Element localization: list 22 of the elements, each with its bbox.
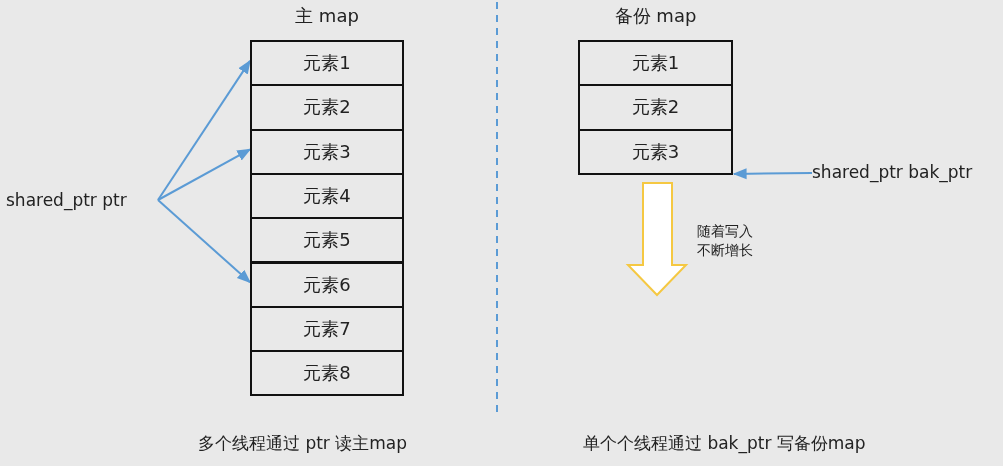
arrow (157, 148, 252, 201)
table-cell: 元素6 (250, 261, 404, 308)
table-cell: 元素4 (250, 172, 404, 220)
caption-text: 多个线程通过 ptr 读主map (198, 432, 408, 455)
note-text: 随着写入不断增长 (697, 222, 754, 260)
table-cell: 元素1 (578, 40, 733, 87)
table-cell: 元素8 (250, 350, 404, 397)
table-heading: 主 map (294, 4, 360, 28)
arrow (157, 199, 252, 284)
caption-text: 单个个线程通过 bak_ptr 写备份map (583, 432, 866, 455)
pointer-label: shared_ptr ptr (6, 186, 156, 214)
table-cell: 元素2 (578, 84, 733, 131)
table-cell: 元素2 (250, 84, 404, 131)
arrow (157, 59, 251, 201)
table-cell: 元素5 (250, 217, 404, 264)
pointer-label: shared_ptr bak_ptr (812, 158, 1002, 186)
table-cell: 元素1 (250, 40, 404, 87)
table-cell: 元素3 (578, 128, 733, 175)
table-cell: 元素3 (250, 128, 404, 175)
table-cell: 元素7 (250, 305, 404, 353)
table-heading: 备份 map (613, 4, 698, 28)
arrow (732, 168, 813, 180)
